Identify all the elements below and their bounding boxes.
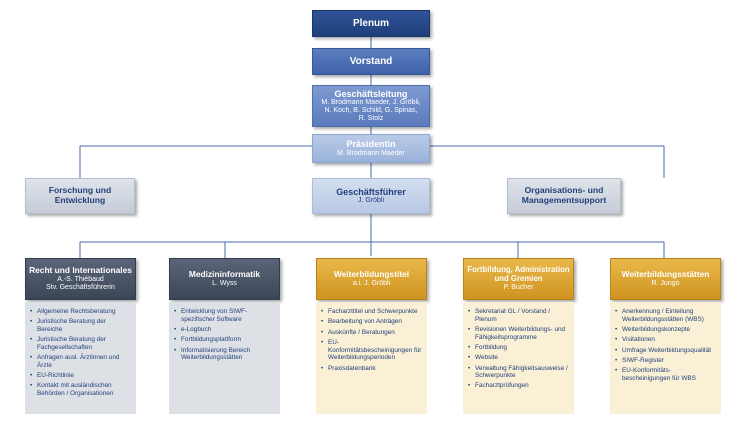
list-item: Kontakt mit ausländischen Behörden / Org… xyxy=(30,382,131,397)
dept-recht-title: Recht und Internationales xyxy=(29,265,132,276)
dept-fortbildung-list: Sekretariat GL / Vorstand / Plenum Revis… xyxy=(468,308,569,390)
list-item: Fortbildungsplattform xyxy=(174,336,275,344)
geschaeftsleitung-line-2: N. Koch, B. Schild, G. Spinas, xyxy=(324,107,418,115)
plenum-title: Plenum xyxy=(352,17,390,29)
list-item: Allgemeine Rechtsberatung xyxy=(30,308,131,316)
dept-weiterbildungstitel-list: Facharzttitel und Schwerpunkte Bearbeitu… xyxy=(321,308,422,372)
organisation-box: Organisations- und Managementsupport xyxy=(507,178,621,214)
list-item: Visitationen xyxy=(615,336,716,344)
dept-weiterbildungstitel-title: Weiterbildungstitel xyxy=(333,269,410,280)
dept-weiterbildungstitel-panel: Facharzttitel und Schwerpunkte Bearbeitu… xyxy=(316,302,427,414)
dept-medizininformatik-sub-1: L. Wyss xyxy=(212,279,237,287)
dept-medizininformatik-panel: Entwicklung von SIWF-spezifischer Softwa… xyxy=(169,302,280,414)
list-item: Praxisdatenbank xyxy=(321,365,422,373)
dept-weiterbildungsstaetten-header: Weiterbildungsstätten R. Jungo xyxy=(610,258,721,300)
praesidentin-title: Präsidentin xyxy=(346,139,396,150)
list-item: Juristische Beratung der Fachgesellschaf… xyxy=(30,336,131,351)
vorstand-title: Vorstand xyxy=(349,55,393,67)
forschung-box: Forschung und Entwicklung xyxy=(25,178,135,214)
praesidentin-name: M. Brodmann Maeder xyxy=(337,149,405,157)
list-item: Umfrage Weiterbildungsqualität xyxy=(615,347,716,355)
dept-fortbildung-header: Fortbildung, Administration und Gremien … xyxy=(463,258,574,300)
list-item: Weiterbildungskonzepte xyxy=(615,326,716,334)
dept-medizininformatik-header: Medizininformatik L. Wyss xyxy=(169,258,280,300)
dept-weiterbildungsstaetten-panel: Anerkennung / Einteilung Weiterbildungss… xyxy=(610,302,721,414)
dept-recht-sub-1: A.-S. Thiébaud xyxy=(57,275,104,283)
list-item: Anfragen ausl. Ärztinnen und Ärzte xyxy=(30,354,131,369)
dept-weiterbildungsstaetten-sub-1: R. Jungo xyxy=(651,279,680,287)
list-item: Entwicklung von SIWF-spezifischer Softwa… xyxy=(174,308,275,323)
geschaeftsfuehrer-title: Geschäftsführer xyxy=(336,186,406,197)
geschaeftsleitung-line-3: R. Stolz xyxy=(358,115,384,123)
list-item: Facharzttitel und Schwerpunkte xyxy=(321,308,422,316)
dept-weiterbildungstitel-header: Weiterbildungstitel a.i. J. Gröbli xyxy=(316,258,427,300)
dept-weiterbildungstitel-sub-1: a.i. J. Gröbli xyxy=(352,279,391,287)
list-item: EU-Konformitätsbescheinigungen für Weite… xyxy=(321,339,422,362)
list-item: Revisionen Weiterbildungs- und Fähigkeit… xyxy=(468,326,569,341)
dept-recht-sub-2: Stv. Geschäftsführerin xyxy=(46,283,115,291)
vorstand-box: Vorstand xyxy=(312,48,430,75)
praesidentin-box: Präsidentin M. Brodmann Maeder xyxy=(312,134,430,163)
geschaeftsleitung-line-1: M. Brodmann Maeder, J. Gröbli, xyxy=(321,99,421,107)
list-item: e-Logbuch xyxy=(174,326,275,334)
plenum-box: Plenum xyxy=(312,10,430,37)
forschung-title-line-1: Forschung und xyxy=(48,185,112,196)
dept-fortbildung-title: Fortbildung, Administration und Gremien xyxy=(467,265,570,283)
dept-recht-panel: Allgemeine Rechtsberatung Juristische Be… xyxy=(25,302,136,414)
dept-recht-list: Allgemeine Rechtsberatung Juristische Be… xyxy=(30,308,131,398)
list-item: EU-Richtlinie xyxy=(30,372,131,380)
list-item: Fortbildung xyxy=(468,344,569,352)
dept-fortbildung-panel: Sekretariat GL / Vorstand / Plenum Revis… xyxy=(463,302,574,414)
geschaeftsfuehrer-box: Geschäftsführer J. Gröbli xyxy=(312,178,430,214)
list-item: Sekretariat GL / Vorstand / Plenum xyxy=(468,308,569,323)
list-item: Verwaltung Fähigkeitsausweise / Schwerpu… xyxy=(468,365,569,380)
organisation-title-line-1: Organisations- und xyxy=(524,185,604,196)
dept-weiterbildungsstaetten-title: Weiterbildungsstätten xyxy=(621,269,710,280)
list-item: EU-Konformitäts-bescheinigungen für WBS xyxy=(615,367,716,382)
list-item: Informatisierung Bereich Weiterbildungss… xyxy=(174,347,275,362)
dept-medizininformatik-list: Entwicklung von SIWF-spezifischer Softwa… xyxy=(174,308,275,362)
dept-weiterbildungsstaetten-list: Anerkennung / Einteilung Weiterbildungss… xyxy=(615,308,716,382)
list-item: Anerkennung / Einteilung Weiterbildungss… xyxy=(615,308,716,323)
list-item: Website xyxy=(468,354,569,362)
forschung-title-line-2: Entwicklung xyxy=(54,195,106,205)
list-item: Juristische Beratung der Bereiche xyxy=(30,318,131,333)
geschaeftsleitung-box: Geschäftsleitung M. Brodmann Maeder, J. … xyxy=(312,85,430,127)
list-item: SIWF-Register xyxy=(615,357,716,365)
list-item: Facharztprüfungen xyxy=(468,382,569,390)
list-item: Auskünfte / Beratungen xyxy=(321,329,422,337)
dept-fortbildung-sub-1: P. Bucher xyxy=(503,283,534,291)
organisation-title-line-2: Managementsupport xyxy=(521,195,607,205)
geschaeftsleitung-title: Geschäftsleitung xyxy=(334,88,408,99)
list-item: Bearbeitung von Anträgen xyxy=(321,318,422,326)
dept-medizininformatik-title: Medizininformatik xyxy=(188,269,261,280)
dept-recht-header: Recht und Internationales A.-S. Thiébaud… xyxy=(25,258,136,300)
geschaeftsfuehrer-name: J. Gröbli xyxy=(357,197,385,205)
